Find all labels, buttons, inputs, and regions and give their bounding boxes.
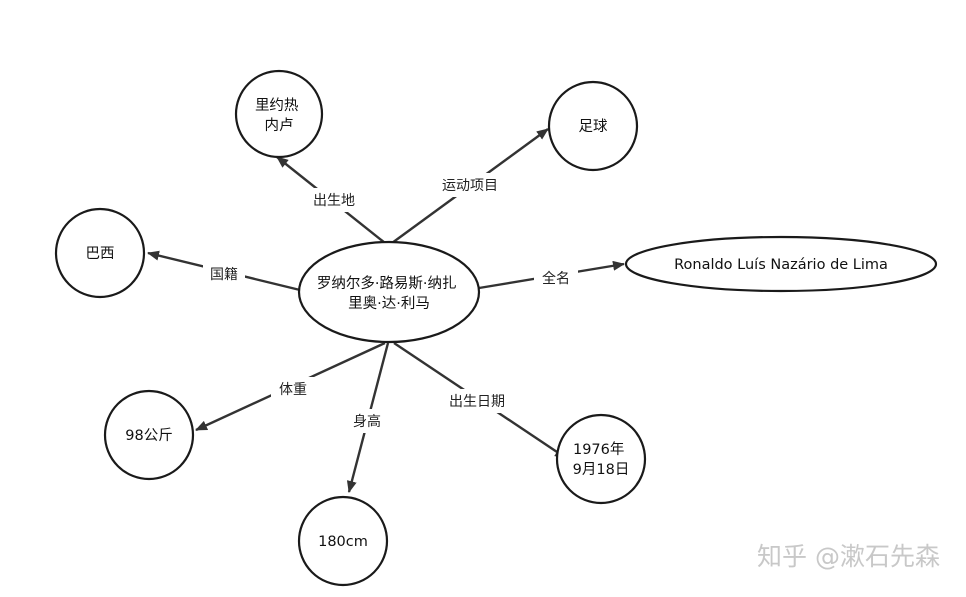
node-birthplace-line-1: 里约热 [255, 97, 299, 114]
node-fullname-label: Ronaldo Luís Nazário de Lima [674, 257, 888, 273]
watermark-text: 知乎 @漱石先森 [757, 542, 940, 571]
node-height: 180cm [297, 495, 389, 587]
center-node: 罗纳尔多·路易斯·纳扎 里奥·达·利马 [297, 240, 481, 344]
edge-label-birthdate: 出生日期 [449, 394, 505, 410]
node-birthdate: 1976年 9月18日 [555, 413, 647, 505]
center-node-label-line-2: 里奥·达·利马 [348, 295, 430, 312]
edge-labels: 出生地 运动项目 国籍 全名 体重 身高 出生日期 [203, 173, 578, 433]
center-node-label-line-1: 罗纳尔多·路易斯·纳扎 [317, 275, 457, 292]
node-weight-label: 98公斤 [125, 427, 172, 444]
node-nationality: 巴西 [54, 207, 146, 299]
edge-label-weight: 体重 [279, 382, 307, 398]
edge-label-fullname: 全名 [542, 270, 570, 287]
node-height-label: 180cm [318, 534, 368, 550]
edge-label-height: 身高 [353, 413, 381, 430]
node-sport-label: 足球 [579, 118, 608, 135]
svg-text:1976年 9月18日: 1976年 9月18日 [573, 441, 630, 478]
edge-label-nationality: 国籍 [210, 266, 238, 283]
edge-label-birthplace: 出生地 [313, 193, 355, 209]
node-birthplace: 里约热 内卢 [234, 69, 324, 159]
node-birthdate-line-1: 1976年 [573, 441, 624, 458]
edge-label-sport: 运动项目 [442, 178, 498, 194]
node-birthdate-line-2: 9月18日 [573, 462, 630, 478]
svg-text:里约热 内卢: 里约热 内卢 [255, 97, 303, 134]
svg-text:罗纳尔多·路易斯·纳扎 里奥·达·利马: 罗纳尔多·路易斯·纳扎 里奥·达·利马 [317, 275, 461, 312]
node-fullname: Ronaldo Luís Nazário de Lima [624, 235, 938, 293]
node-nationality-label: 巴西 [86, 246, 115, 262]
node-sport: 足球 [547, 80, 639, 172]
node-weight: 98公斤 [103, 389, 195, 481]
node-birthplace-line-2: 内卢 [265, 117, 294, 134]
